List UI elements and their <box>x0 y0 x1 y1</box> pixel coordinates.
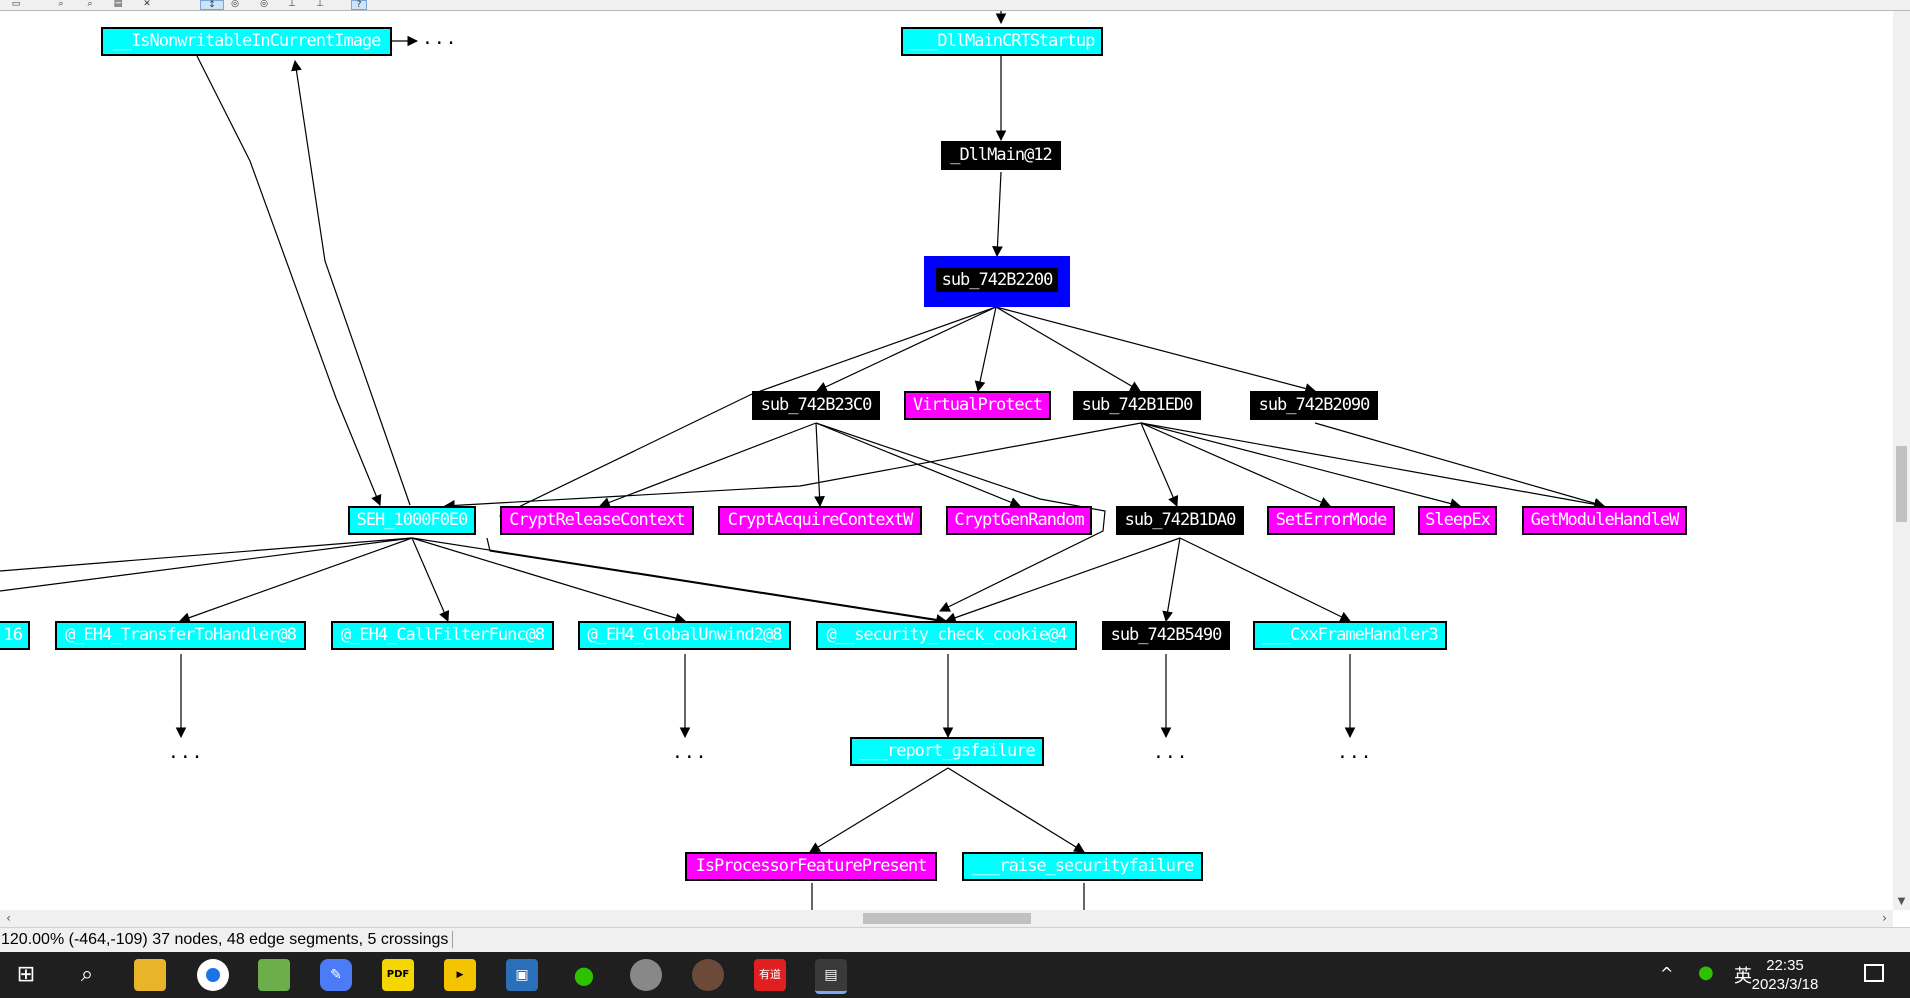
graph-node[interactable]: @_EH4_GlobalUnwind2@8 <box>578 621 791 650</box>
status-bar: 120.00% (-464,-109) 37 nodes, 48 edge se… <box>0 927 1910 953</box>
save-icon[interactable]: ▭ <box>8 0 24 8</box>
graph-node[interactable]: @_EH4_CallFilterFunc@8 <box>331 621 554 650</box>
graph-node[interactable]: ___report_gsfailure <box>850 737 1044 766</box>
clock-date: 2023/3/18 <box>1750 975 1820 994</box>
zoom-out-icon[interactable]: ⌕ <box>84 0 96 8</box>
chevron-up-icon[interactable]: ^ <box>1660 964 1673 983</box>
vertical-scroll-thumb[interactable] <box>1896 446 1907 522</box>
ida-icon[interactable]: ▤ <box>815 959 847 994</box>
graph-node[interactable]: sub_742B1ED0 <box>1073 391 1201 420</box>
graph-node[interactable]: VirtualProtect <box>904 391 1051 420</box>
windows-start-icon[interactable]: ⊞ <box>10 959 42 991</box>
graph-node[interactable]: CryptGenRandom <box>946 506 1092 535</box>
vertical-scrollbar[interactable]: ▼ <box>1893 11 1910 910</box>
collapsed-subtree-ellipsis[interactable]: ... <box>1153 742 1189 763</box>
app-icon[interactable] <box>630 959 662 991</box>
wechat-icon[interactable]: ● <box>568 959 600 991</box>
graph-node[interactable]: ___CxxFrameHandler3 <box>1253 621 1447 650</box>
notification-icon[interactable] <box>1864 964 1884 982</box>
collapsed-subtree-ellipsis[interactable]: ... <box>672 742 708 763</box>
layout-icon[interactable]: ▤ <box>112 0 124 8</box>
collapsed-subtree-ellipsis[interactable]: ... <box>1337 742 1373 763</box>
collapsed-subtree-ellipsis[interactable]: ... <box>168 742 204 763</box>
scroll-down-icon[interactable]: ▼ <box>1893 896 1910 907</box>
graph-node[interactable]: sub_742B2090 <box>1250 391 1378 420</box>
notes-icon[interactable]: ✎ <box>320 959 352 991</box>
export-icon[interactable]: ⊥ <box>285 0 299 8</box>
graph-node[interactable]: 16 <box>0 621 30 650</box>
scroll-left-icon[interactable]: ‹ <box>0 910 17 927</box>
toolbar: ▭ ⌕ ⌕ ▤ ✕ ↕ ◎ ◎ ⊥ ⊥ ? <box>0 0 1910 11</box>
taskbar: ⊞ ⌕ ✎ PDF ▶ ▣ ● 有道 ▤ ^ ● 英 22:35 2023/3/… <box>0 952 1910 998</box>
pointer-icon[interactable]: ✕ <box>141 0 153 8</box>
graph-node[interactable]: @_EH4_TransferToHandler@8 <box>55 621 306 650</box>
youdao-icon[interactable]: 有道 <box>754 959 786 991</box>
chrome-icon[interactable] <box>197 959 229 991</box>
graph-node[interactable]: @__security_check_cookie@4 <box>816 621 1077 650</box>
graph-node[interactable]: sub_742B1DA0 <box>1116 506 1244 535</box>
graph-node[interactable]: SleepEx <box>1418 506 1497 535</box>
image-viewer-icon[interactable] <box>258 959 290 991</box>
horizontal-scrollbar[interactable]: ‹ › <box>0 910 1893 927</box>
help-icon[interactable]: ? <box>351 0 367 10</box>
graph-node[interactable]: sub_742B23C0 <box>752 391 880 420</box>
graph-node[interactable]: ___DllMainCRTStartup <box>901 27 1103 56</box>
graph-canvas[interactable]: __IsNonwritableInCurrentImage ___DllMain… <box>0 11 1893 910</box>
scroll-right-icon[interactable]: › <box>1876 910 1893 927</box>
pdf-icon[interactable]: PDF <box>382 959 414 991</box>
search-icon[interactable]: ⌕ <box>71 959 103 991</box>
clock[interactable]: 22:35 2023/3/18 <box>1750 956 1820 994</box>
print-icon[interactable]: ◎ <box>258 0 270 8</box>
text-icon[interactable]: ⊥ <box>313 0 327 8</box>
wechat-tray-icon[interactable]: ● <box>1698 962 1714 983</box>
graph-node[interactable]: ___raise_securityfailure <box>962 852 1203 881</box>
zoom-fit-icon[interactable]: ◎ <box>229 0 241 8</box>
graph-node[interactable]: __IsNonwritableInCurrentImage <box>101 27 392 56</box>
hand-icon[interactable]: ↕ <box>200 0 224 10</box>
collapsed-subtree-ellipsis[interactable]: ... <box>422 28 458 49</box>
zoom-in-icon[interactable]: ⌕ <box>55 0 67 8</box>
graph-node[interactable]: CryptReleaseContext <box>500 506 694 535</box>
clock-time: 22:35 <box>1750 956 1820 975</box>
virtualbox-icon[interactable]: ▣ <box>506 959 538 991</box>
graph-node-selected-label: sub_742B2200 <box>936 268 1059 292</box>
horizontal-scroll-thumb[interactable] <box>863 913 1031 924</box>
graph-node[interactable]: CryptAcquireContextW <box>718 506 922 535</box>
graph-node[interactable]: GetModuleHandleW <box>1522 506 1687 535</box>
graph-node[interactable]: IsProcessorFeaturePresent <box>685 852 937 881</box>
status-text: 120.00% (-464,-109) 37 nodes, 48 edge se… <box>0 931 453 948</box>
graph-node-selected[interactable]: sub_742B2200 <box>924 256 1070 307</box>
graph-node[interactable]: _DllMain@12 <box>941 141 1061 170</box>
graph-node[interactable]: SEH_1000F0E0 <box>348 506 476 535</box>
file-explorer-icon[interactable] <box>134 959 166 991</box>
graph-node[interactable]: sub_742B5490 <box>1102 621 1230 650</box>
graph-node[interactable]: SetErrorMode <box>1267 506 1395 535</box>
avatar-icon[interactable] <box>692 959 724 991</box>
media-player-icon[interactable]: ▶ <box>444 959 476 991</box>
